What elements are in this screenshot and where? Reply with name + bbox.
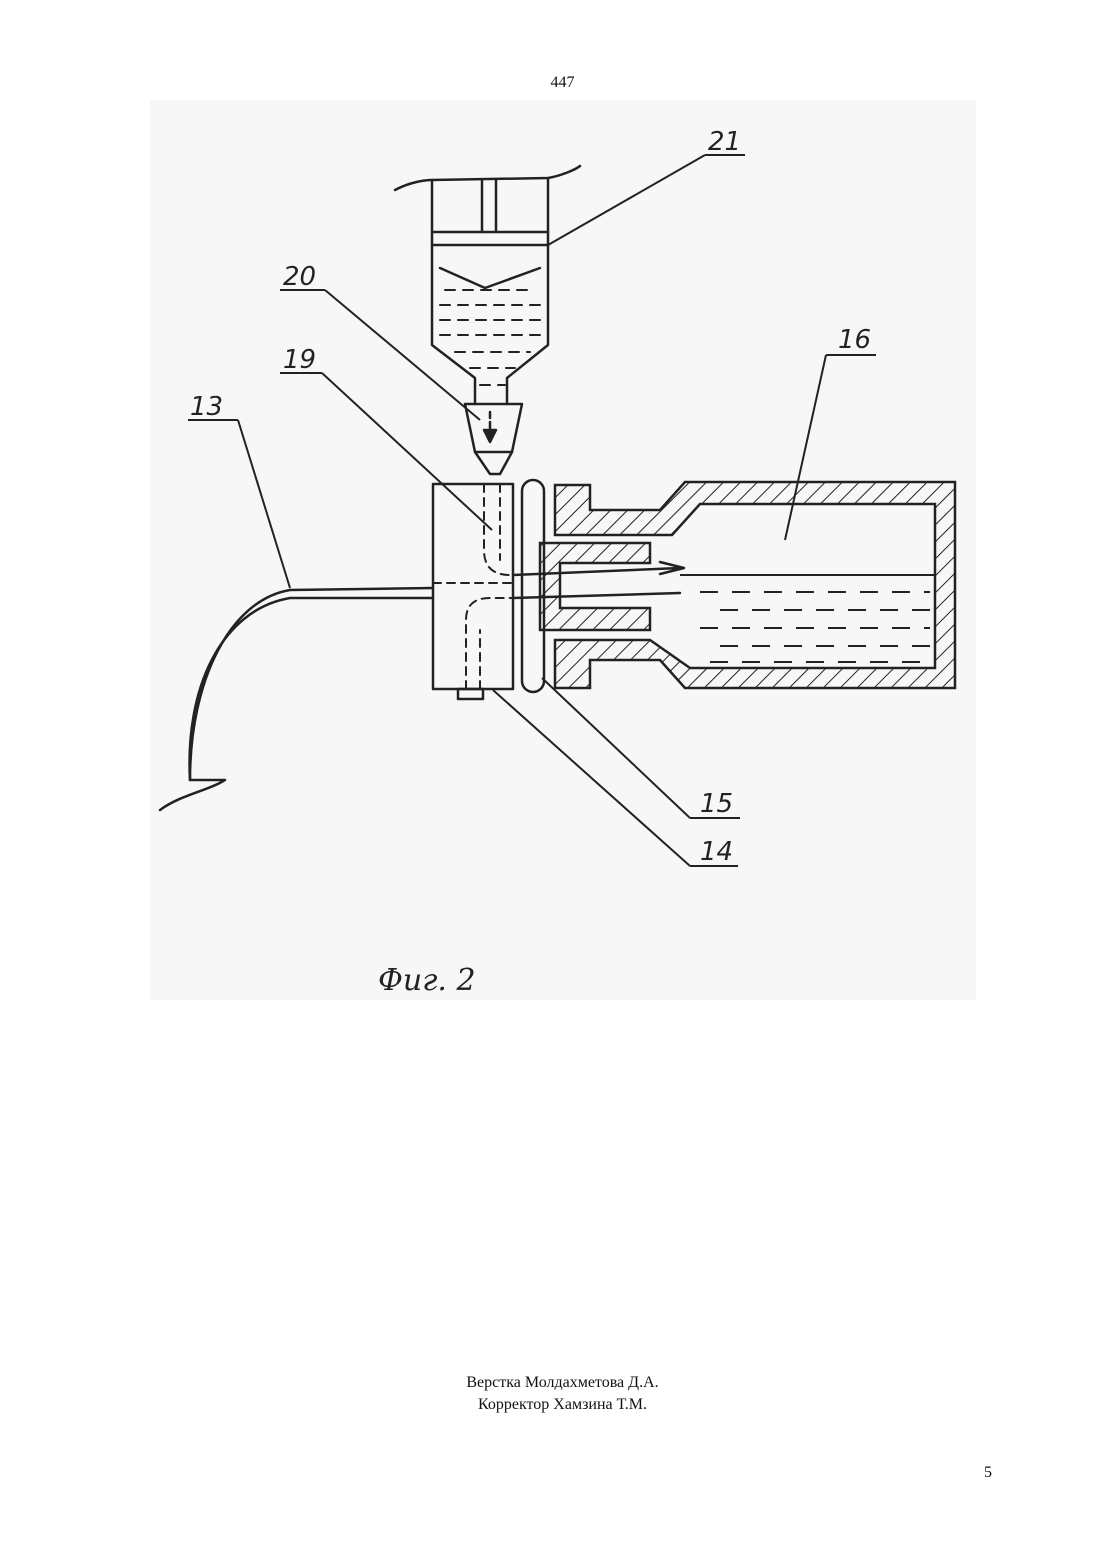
tube	[160, 588, 433, 810]
syringe-barrel	[432, 180, 475, 404]
label-14: 14	[700, 837, 733, 867]
needle-hub	[465, 404, 522, 452]
label-19: 19	[283, 345, 316, 375]
label-15: 15	[700, 789, 733, 819]
layout-credit: Верстка Молдахметова Д.А.	[0, 1372, 1100, 1394]
label-20: 20	[283, 262, 316, 292]
vial-stopper	[540, 543, 650, 630]
figure-caption: Фиг. 2	[378, 963, 476, 998]
vial-wall	[555, 482, 955, 688]
label-16: 16	[838, 325, 871, 355]
top-surface-line	[395, 166, 580, 190]
label-13: 13	[190, 392, 223, 422]
corrector-credit: Корректор Хамзина Т.М.	[0, 1394, 1100, 1416]
label-21: 21	[708, 127, 741, 157]
page-number: 5	[984, 1464, 992, 1482]
credits-block: Верстка Молдахметова Д.А. Корректор Хамз…	[0, 1372, 1100, 1416]
